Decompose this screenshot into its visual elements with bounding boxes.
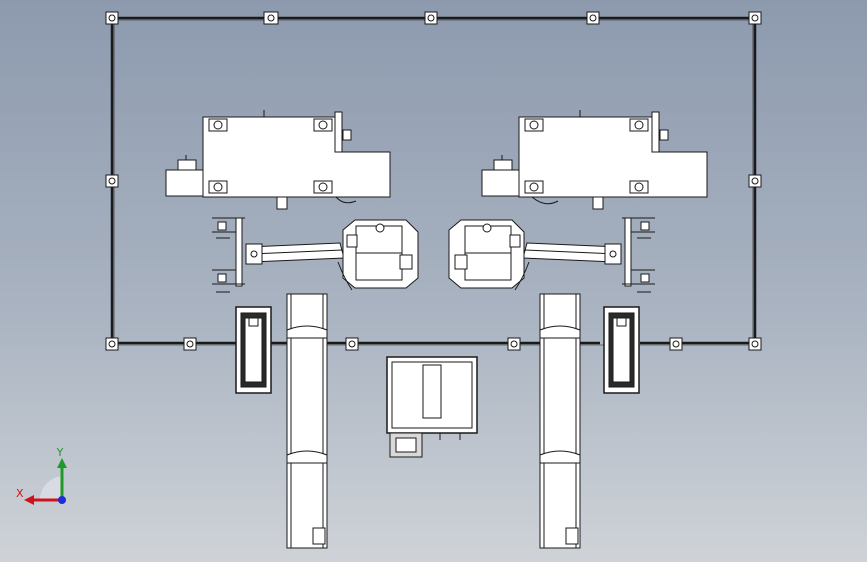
positioner-right[interactable] <box>603 306 640 394</box>
fence-posts <box>105 11 762 351</box>
fixture-left[interactable] <box>212 217 245 293</box>
fence-frame[interactable] <box>105 11 762 351</box>
x-axis-arrow-icon <box>24 495 34 505</box>
x-axis-label: X <box>16 487 24 500</box>
welding-power-source-left[interactable] <box>165 110 391 210</box>
fixture-right[interactable] <box>622 217 655 293</box>
welding-robot-right[interactable] <box>448 219 622 291</box>
control-cabinet[interactable] <box>386 356 478 458</box>
conveyor-right[interactable] <box>539 293 581 549</box>
conveyor-left[interactable] <box>286 293 328 549</box>
y-axis-arrow-icon <box>57 458 67 468</box>
welding-robot-left[interactable] <box>245 219 419 291</box>
positioner-left[interactable] <box>235 306 272 394</box>
welding-power-source-right[interactable] <box>481 110 708 210</box>
y-axis-label: Y <box>56 446 64 459</box>
z-axis-dot-icon <box>58 496 66 504</box>
coordinate-triad: Y X <box>16 446 67 505</box>
